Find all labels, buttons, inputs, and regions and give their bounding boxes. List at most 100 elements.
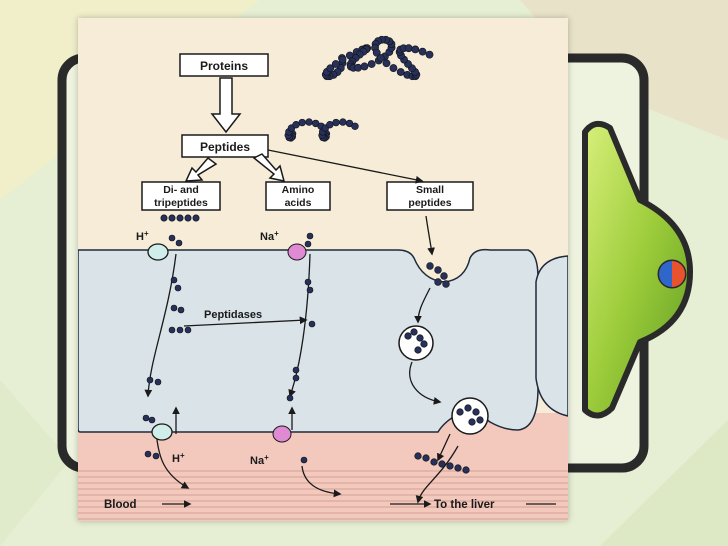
small-peptide-bead: [420, 340, 428, 348]
amino-acid-bead: [304, 240, 312, 248]
small-peptide-bead: [476, 416, 484, 424]
dipeptide-bead: [176, 214, 184, 222]
small-exit-arrow: [415, 445, 459, 504]
amino-acid-bead: [304, 278, 312, 286]
protein-bead: [331, 60, 340, 68]
protein-bead: [389, 64, 398, 72]
dipeptide-bead: [168, 234, 176, 242]
peptides-label: Peptides: [200, 140, 250, 154]
protein-bead: [326, 64, 335, 73]
diagram-canvas: Proteins Peptides Di- and tripeptides Am…: [78, 18, 568, 521]
dipeptide-bead: [160, 214, 168, 222]
small-peptide-bead: [426, 262, 434, 270]
small-release-arrow: [437, 433, 451, 462]
small-peptide-bead: [446, 462, 454, 470]
na-transporter-apical: [287, 243, 307, 261]
small-peptide-bead: [434, 266, 442, 274]
peptide-bead: [332, 118, 340, 127]
peptides-to-ditri-arrow: [184, 156, 218, 182]
protein-bead: [354, 63, 363, 72]
small-peptide-bead: [416, 334, 424, 342]
protein-digestion-figure: Proteins Peptides Di- and tripeptides Am…: [78, 18, 568, 521]
protein-bead: [367, 60, 376, 68]
dipeptide-bead: [176, 326, 184, 334]
protein-bead: [396, 68, 405, 76]
dipeptide-bead: [192, 214, 200, 222]
amino-acid-bead: [142, 414, 150, 422]
peptidase-arrow: [183, 316, 308, 327]
peptides-box: Peptides: [181, 134, 269, 158]
dipeptide-bead: [174, 284, 182, 292]
small-peptide-bead: [442, 280, 450, 288]
amino-exit-arrow: [301, 465, 342, 498]
peptide-bead: [305, 118, 313, 126]
na-ion-bottom: Na+: [250, 453, 269, 467]
amino-acid-bead: [292, 366, 300, 374]
protein-bead: [338, 55, 347, 64]
protein-bead: [360, 62, 369, 71]
dipeptide-bead: [177, 306, 185, 314]
molecule-beads: [142, 35, 484, 474]
small-peptide-bead: [422, 454, 430, 462]
dipeptide-bead: [170, 304, 178, 312]
amino-acid-bead: [292, 374, 300, 382]
small-path-entry-arrow: [425, 215, 435, 256]
di-tripeptides-box: Di- and tripeptides: [141, 181, 221, 211]
vesicle-to-exit-arrow: [409, 361, 442, 405]
protein-bead: [411, 45, 420, 54]
clip-rivet-icon: [657, 259, 687, 289]
small-peptide-bead: [472, 408, 480, 416]
dipeptide-bead: [184, 214, 192, 222]
small-peptide-bead: [468, 418, 476, 426]
peptide-bead: [298, 118, 306, 127]
proteins-box: Proteins: [179, 53, 269, 77]
amino-acid-bead: [146, 376, 154, 384]
protein-bead: [382, 59, 391, 68]
decor-shape: [600, 420, 728, 546]
small-peptide-bead: [414, 452, 422, 460]
protein-bead: [418, 47, 427, 56]
dipeptide-bead: [184, 326, 192, 334]
amino-acid-bead: [300, 456, 308, 464]
di-and-label: Di- and: [163, 184, 199, 196]
dipeptide-bead: [168, 214, 176, 222]
small-peptide-bead: [440, 272, 448, 280]
small-peptide-bead: [454, 464, 462, 472]
protein-bead: [372, 48, 381, 57]
peptides-to-amino-arrow: [252, 153, 286, 182]
amino-acid-bead: [152, 452, 160, 460]
small-peptides-box: Small peptides: [386, 181, 474, 211]
peptidases-label: Peptidases: [204, 309, 262, 321]
acids-label: acids: [285, 197, 312, 209]
protein-bead: [404, 44, 413, 53]
clipboard-clip: [582, 120, 693, 419]
amino-acid-bead: [144, 450, 152, 458]
h-transporter-apical: [147, 243, 169, 261]
decor-shape: [0, 380, 70, 546]
peptide-bead: [292, 120, 300, 129]
dipeptide-bead: [170, 276, 178, 284]
exocytosis-pocket: [451, 397, 489, 435]
small-peptide-bead: [410, 328, 418, 336]
amino-acid-bead: [286, 394, 294, 402]
dipeptide-bead: [175, 239, 183, 247]
amino-path-arrow: [288, 253, 311, 398]
peptide-bead: [339, 118, 347, 126]
amino-acid-bead: [148, 416, 156, 424]
blood-label: Blood: [104, 499, 137, 511]
blood-vessel-wall: [78, 470, 568, 520]
proteins-to-peptides-arrow: [210, 77, 242, 134]
dipeptide-bead: [168, 326, 176, 334]
small-peptide-bead: [414, 346, 422, 354]
protein-bead: [425, 50, 434, 59]
amino-acid-bead: [306, 232, 314, 240]
h-transporter-basal: [151, 423, 173, 441]
small-peptide-bead: [456, 408, 464, 416]
h-ion-top: H+: [136, 229, 149, 243]
amino-acid-bead: [308, 320, 316, 328]
small-peptide-bead: [434, 278, 442, 286]
peptides-to-small-arrow: [267, 149, 424, 184]
small-peptide-bead: [430, 458, 438, 466]
amino-acids-box: Amino acids: [265, 181, 331, 211]
small-peptide-bead: [438, 460, 446, 468]
